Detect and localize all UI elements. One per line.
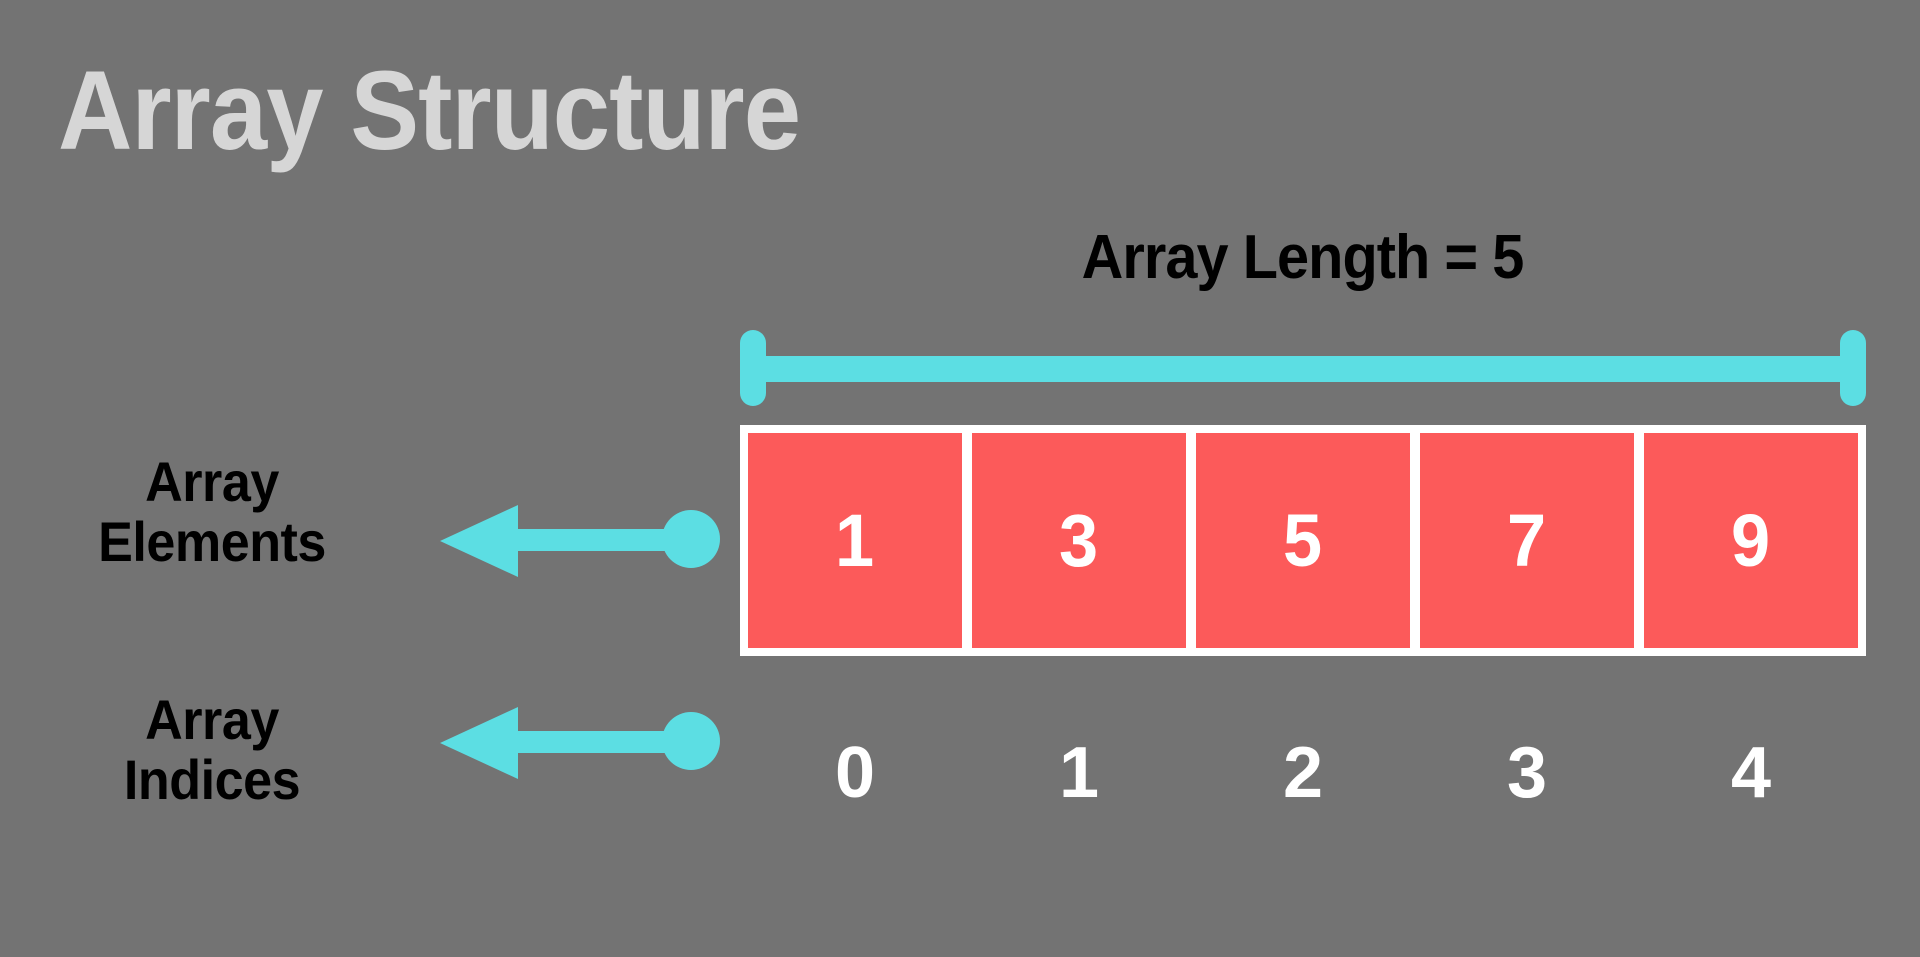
array-cell[interactable]: 5 xyxy=(1196,433,1410,648)
array-cell-value: 1 xyxy=(835,498,875,582)
bracket-bar xyxy=(740,356,1866,382)
array-elements-pointer-arrow-icon xyxy=(440,498,720,584)
array-indices-label-line1: Array xyxy=(145,688,279,751)
array-index-label: 0 xyxy=(834,733,876,813)
array-indices-label-line2: Indices xyxy=(123,748,301,812)
array-index-label: 1 xyxy=(1058,733,1100,813)
array-index-row: 0 1 2 3 4 xyxy=(740,730,1866,816)
array-cell[interactable]: 3 xyxy=(972,433,1186,648)
array-indices-pointer-arrow-icon xyxy=(440,700,720,786)
arrow-dot-icon xyxy=(662,712,720,770)
array-cell-value: 7 xyxy=(1507,498,1547,582)
array-indices-label: Array Indices xyxy=(26,688,398,812)
array-cell[interactable]: 1 xyxy=(748,433,962,648)
arrow-head-icon xyxy=(440,505,518,577)
arrow-dot-icon xyxy=(662,510,720,568)
array-elements-label-line1: Array xyxy=(145,450,279,513)
array-index-label: 4 xyxy=(1730,733,1772,813)
array-container: 1 3 5 7 9 xyxy=(740,425,1866,656)
array-cell[interactable]: 7 xyxy=(1420,433,1634,648)
arrow-shaft xyxy=(512,731,682,753)
array-index-label: 2 xyxy=(1282,733,1324,813)
page-title: Array Structure xyxy=(58,48,801,173)
arrow-shaft xyxy=(512,529,682,551)
array-cell-value: 9 xyxy=(1731,498,1771,582)
array-length-bracket xyxy=(740,330,1866,406)
array-elements-label: Array Elements xyxy=(26,450,398,574)
array-elements-label-line2: Elements xyxy=(98,510,326,574)
array-cell[interactable]: 9 xyxy=(1644,433,1858,648)
bracket-cap-left-icon xyxy=(740,330,766,406)
array-index-label: 3 xyxy=(1506,733,1548,813)
array-length-label: Array Length = 5 xyxy=(1081,223,1525,292)
array-cell-value: 3 xyxy=(1059,498,1099,582)
array-cell-value: 5 xyxy=(1283,498,1323,582)
bracket-cap-right-icon xyxy=(1840,330,1866,406)
arrow-head-icon xyxy=(440,707,518,779)
